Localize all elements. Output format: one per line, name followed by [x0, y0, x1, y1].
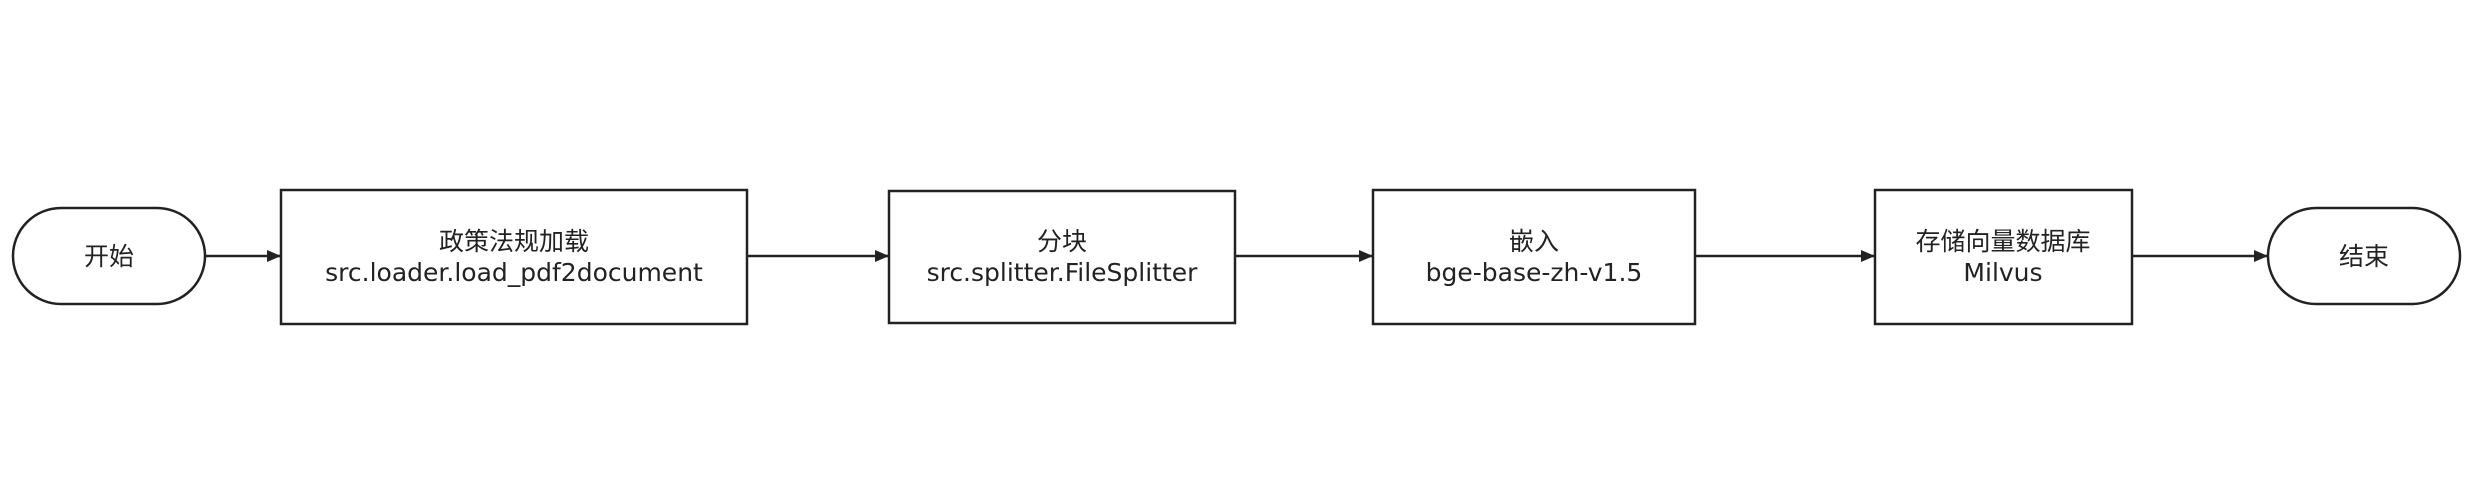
store-subtitle: Milvus	[1963, 258, 2042, 287]
store-process-box	[1873, 188, 2134, 326]
node-store[interactable]: 存储向量数据库 Milvus	[1873, 188, 2134, 326]
split-title: 分块	[1037, 227, 1087, 256]
split-process-box	[887, 189, 1237, 325]
start-terminator-shape	[11, 206, 207, 306]
start-label: 开始	[84, 242, 134, 271]
split-subtitle: src.splitter.FileSplitter	[927, 258, 1199, 287]
node-embed[interactable]: 嵌入 bge-base-zh-v1.5	[1371, 188, 1697, 326]
embed-subtitle: bge-base-zh-v1.5	[1426, 258, 1643, 287]
load-process-box	[279, 188, 749, 326]
store-title: 存储向量数据库	[1915, 227, 2090, 256]
node-split[interactable]: 分块 src.splitter.FileSplitter	[887, 189, 1237, 325]
node-load[interactable]: 政策法规加载 src.loader.load_pdf2document	[279, 188, 749, 326]
embed-title: 嵌入	[1509, 227, 1559, 256]
end-label: 结束	[2339, 242, 2389, 271]
end-terminator-shape	[2266, 206, 2462, 306]
node-start[interactable]: 开始	[11, 206, 207, 306]
load-title: 政策法规加载	[439, 227, 589, 256]
embed-process-box	[1371, 188, 1697, 326]
load-subtitle: src.loader.load_pdf2document	[325, 258, 703, 287]
node-end[interactable]: 结束	[2266, 206, 2462, 306]
